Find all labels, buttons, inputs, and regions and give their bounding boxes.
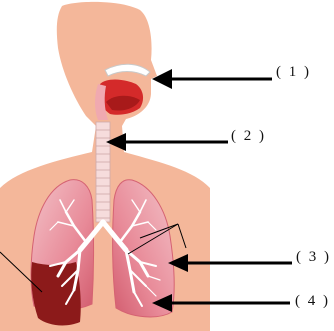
label-2: ( 2 ) xyxy=(231,128,266,145)
arrow-1 xyxy=(152,69,272,89)
trachea xyxy=(96,122,110,222)
label-1: ( 1 ) xyxy=(276,64,311,81)
label-4: ( 4 ) xyxy=(295,293,330,310)
arrow-3 xyxy=(168,254,292,272)
arrow-2 xyxy=(106,133,228,151)
left-lung-dark-lobe xyxy=(31,262,81,325)
label-3: ( 3 ) xyxy=(296,249,331,266)
